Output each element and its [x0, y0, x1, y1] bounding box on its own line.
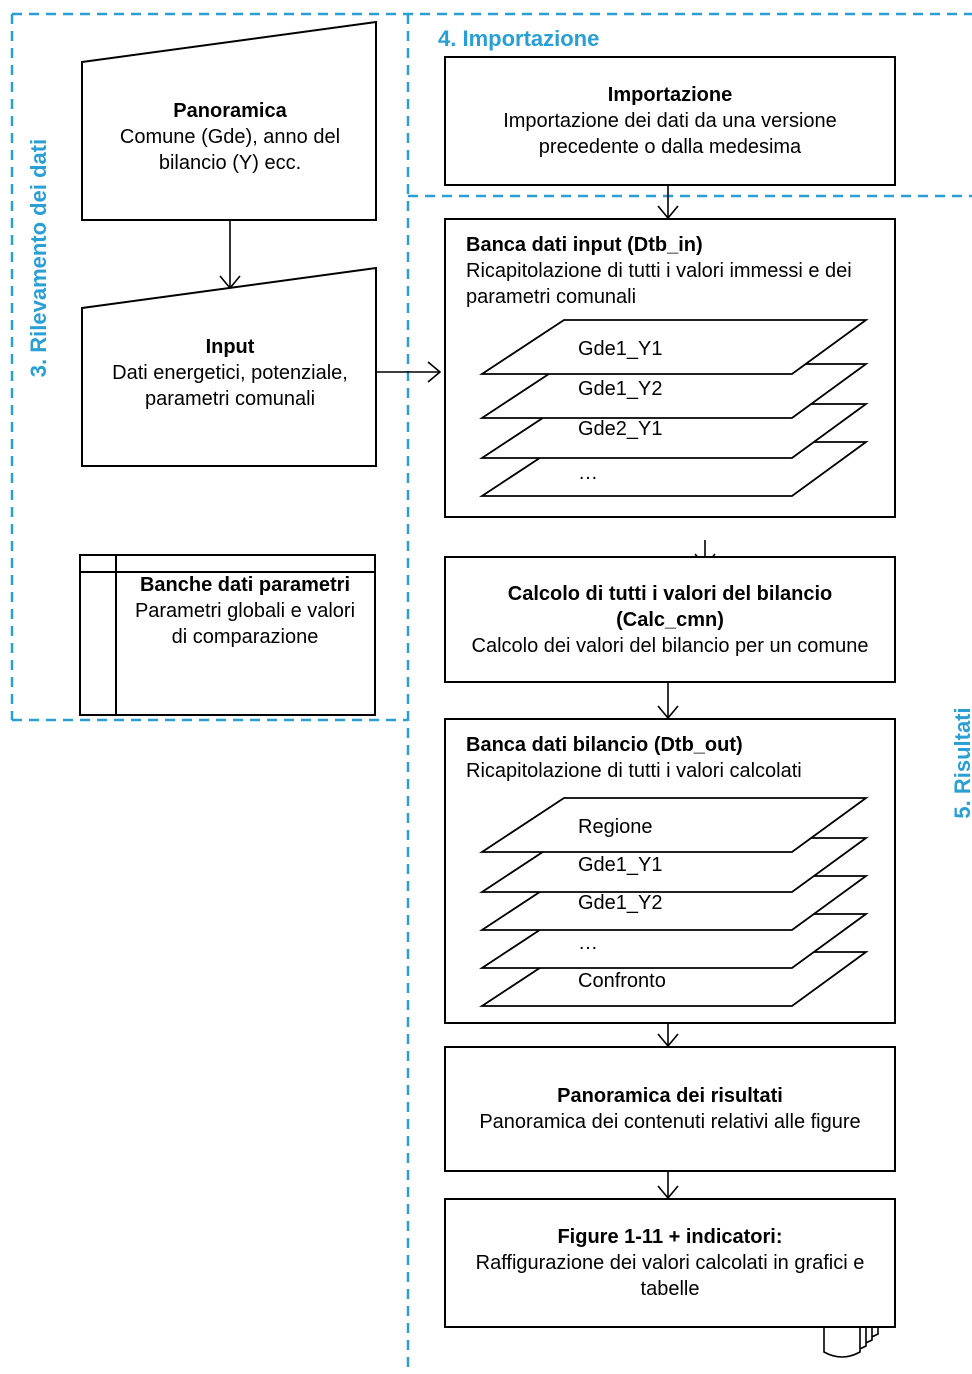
banche-parametri-title: Banche dati parametri — [139, 574, 351, 596]
dtb-in-layers — [478, 319, 869, 497]
figure-title: Figure 1-11 + indicatori: — [557, 1226, 783, 1248]
importazione-desc: Importazione dei dati da una versione pr… — [503, 110, 837, 158]
panoramica-title: Panoramica — [173, 100, 287, 122]
dtb-out-layer-5: Confronto — [578, 970, 666, 992]
panoramica-shape — [81, 20, 377, 221]
dtb-out-desc: Ricapitolazione di tutti i valori calcol… — [466, 760, 802, 782]
dtb-out-layer-1: Regione — [578, 816, 653, 838]
calc-title: Calcolo di tutti i valori del bilancio (… — [507, 582, 833, 631]
panoramica-node: Panoramica Comune (Gde), anno del bilanc… — [100, 98, 360, 176]
section-label-risultati: 5. Risultati — [950, 707, 972, 819]
figure-desc: Raffigurazione dei valori calcolati in g… — [475, 1252, 865, 1300]
section-label-importazione: 4. Importazione — [438, 26, 600, 51]
banche-parametri-shape — [79, 554, 376, 716]
section-borders — [10, 12, 972, 1374]
dtb-in-layer-2: Gde1_Y2 — [578, 378, 663, 400]
panoramica-risultati-desc: Panoramica dei contenuti relativi alle f… — [479, 1111, 861, 1133]
dtb-out-layers — [478, 797, 869, 1007]
calc-desc: Calcolo dei valori del bilancio per un c… — [471, 634, 869, 657]
importazione-title: Importazione — [607, 84, 733, 106]
dtb-in-desc: Ricapitolazione di tutti i valori immess… — [466, 260, 852, 308]
banche-parametri-desc: Parametri globali e valori di comparazio… — [134, 600, 356, 648]
banche-parametri-node: Banche dati parametri Parametri globali … — [130, 572, 360, 650]
dtb-out-box: Banca dati bilancio (Dtb_out) Ricapitola… — [444, 718, 896, 1024]
panoramica-risultati-title: Panoramica dei risultati — [557, 1085, 783, 1107]
input-desc: Dati energetici, potenziale, parametri c… — [112, 362, 348, 410]
dtb-in-layer-3: Gde2_Y1 — [578, 418, 663, 440]
dtb-out-layer-1-shape — [478, 797, 869, 853]
panoramica-desc: Comune (Gde), anno del bilancio (Y) ecc. — [119, 126, 341, 174]
dtb-in-layer-4: … — [578, 462, 598, 484]
dtb-out-layer-4: … — [578, 932, 598, 954]
panoramica-risultati-box: Panoramica dei risultati Panoramica dei … — [444, 1046, 896, 1172]
dtb-out-layer-2: Gde1_Y1 — [578, 854, 663, 876]
importazione-box: Importazione Importazione dei dati da un… — [444, 56, 896, 186]
input-node: Input Dati energetici, potenziale, param… — [100, 334, 360, 412]
input-shape — [81, 266, 377, 467]
input-title: Input — [205, 336, 255, 358]
dtb-out-layer-3: Gde1_Y2 — [578, 892, 663, 914]
dtb-out-title: Banca dati bilancio (Dtb_out) — [466, 734, 743, 756]
calc-box: Calcolo di tutti i valori del bilancio (… — [444, 556, 896, 683]
dtb-in-title: Banca dati input (Dtb_in) — [466, 234, 703, 256]
section-label-rilevamento: 3. Rilevamento dei dati — [26, 138, 51, 378]
dtb-in-box: Banca dati input (Dtb_in) Ricapitolazion… — [444, 218, 896, 518]
figure-box: Figure 1-11 + indicatori: Raffigurazione… — [444, 1198, 896, 1328]
dtb-in-layer-1: Gde1_Y1 — [578, 338, 663, 360]
dtb-in-layer-1-shape — [478, 319, 869, 375]
